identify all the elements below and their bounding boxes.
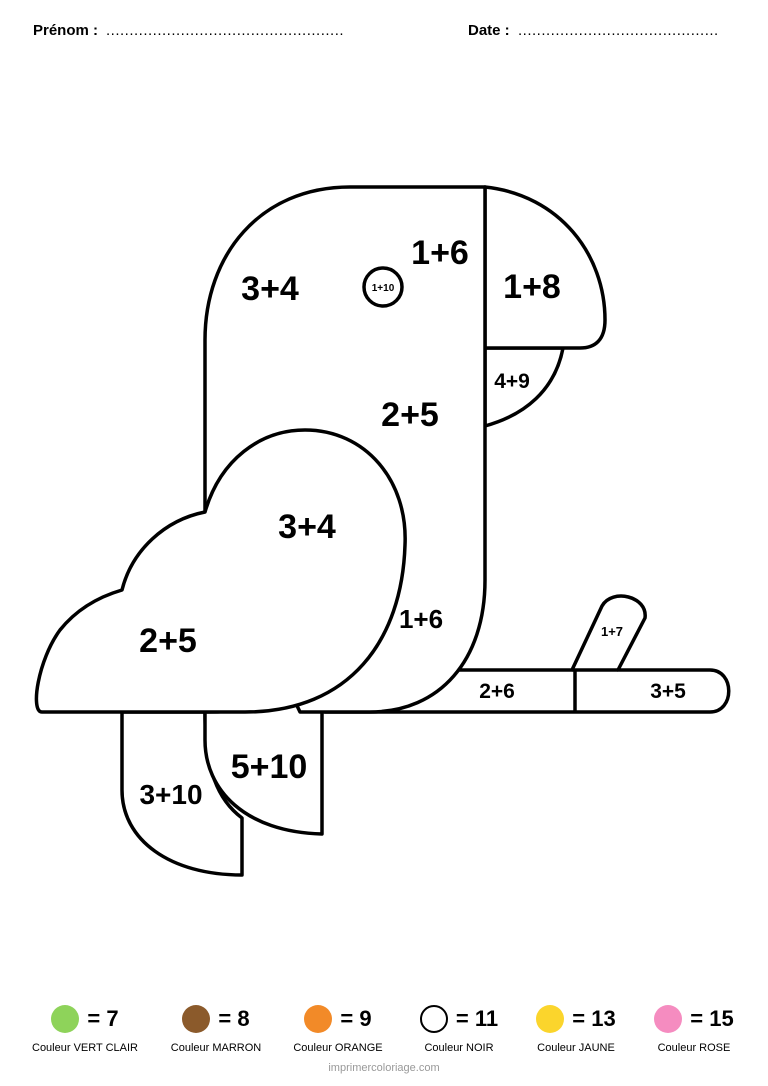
legend-value: = 8	[218, 1006, 250, 1031]
parrot-coloring-drawing: 3+4 1+10 1+6 1+8 4+9 2+5 3+4 2+5 1+6 1+7…	[34, 185, 731, 877]
legend-value: = 11	[455, 1006, 499, 1031]
legend-item-pink: = 15 Couleur ROSE	[630, 1000, 758, 1054]
first-name-label: Prénom :	[33, 22, 99, 39]
first-name-field[interactable]: ........................................…	[106, 22, 345, 39]
date-label: Date :	[468, 22, 510, 39]
lower-beak-label: 4+9	[494, 370, 530, 393]
yellow-swatch	[536, 1005, 565, 1033]
legend-color-name: Couleur VERT CLAIR	[32, 1042, 138, 1054]
legend-item-light-green: = 7 Couleur VERT CLAIR	[21, 1000, 149, 1054]
head-label: 3+4	[241, 270, 299, 308]
upper-beak-label: 1+8	[503, 268, 561, 306]
legend-color-name: Couleur MARRON	[170, 1042, 262, 1054]
legend-color-name: Couleur ROSE	[657, 1042, 731, 1054]
legend-value: = 9	[340, 1006, 372, 1031]
legend-item-black: = 11 Couleur NOIR	[395, 1000, 523, 1054]
black-swatch	[419, 1005, 448, 1033]
color-legend: = 7 Couleur VERT CLAIR = 8 Couleur MARRO…	[0, 1000, 768, 1070]
wing-top-label: 3+4	[278, 508, 336, 546]
legend-value: = 15	[690, 1006, 734, 1031]
upper-beak-region[interactable]	[483, 185, 607, 350]
tail-right-label: 5+10	[231, 748, 308, 786]
legend-value: = 13	[572, 1006, 616, 1031]
eye-label: 1+10	[372, 283, 395, 294]
chest-label: 2+5	[381, 396, 439, 434]
wing-region[interactable]	[34, 428, 407, 714]
legend-color-name: Couleur NOIR	[424, 1042, 494, 1054]
brown-swatch	[182, 1005, 211, 1033]
site-footer: imprimercoloriage.com	[328, 1062, 440, 1074]
pink-swatch	[654, 1005, 683, 1033]
crown-label: 1+6	[411, 234, 469, 272]
date-field[interactable]: ........................................…	[518, 22, 719, 39]
eye-region[interactable]	[362, 266, 404, 308]
legend-item-brown: = 8 Couleur MARRON	[152, 1000, 280, 1054]
orange-swatch	[304, 1005, 333, 1033]
legend-value: = 7	[87, 1006, 119, 1031]
legend-item-yellow: = 13 Couleur JAUNE	[512, 1000, 640, 1054]
legend-color-name: Couleur ORANGE	[293, 1042, 383, 1054]
branch-right-label: 3+5	[650, 680, 686, 703]
tail-left-label: 3+10	[139, 779, 202, 810]
belly-label: 1+6	[399, 604, 443, 634]
lower-beak-region[interactable]	[483, 346, 565, 428]
legend-item-orange: = 9 Couleur ORANGE	[274, 1000, 402, 1054]
wing-bottom-label: 2+5	[139, 622, 197, 660]
branch-left-label: 2+6	[479, 680, 515, 703]
light-green-swatch	[51, 1005, 80, 1033]
branch-tip-label: 1+7	[601, 624, 623, 639]
legend-color-name: Couleur JAUNE	[537, 1042, 615, 1054]
